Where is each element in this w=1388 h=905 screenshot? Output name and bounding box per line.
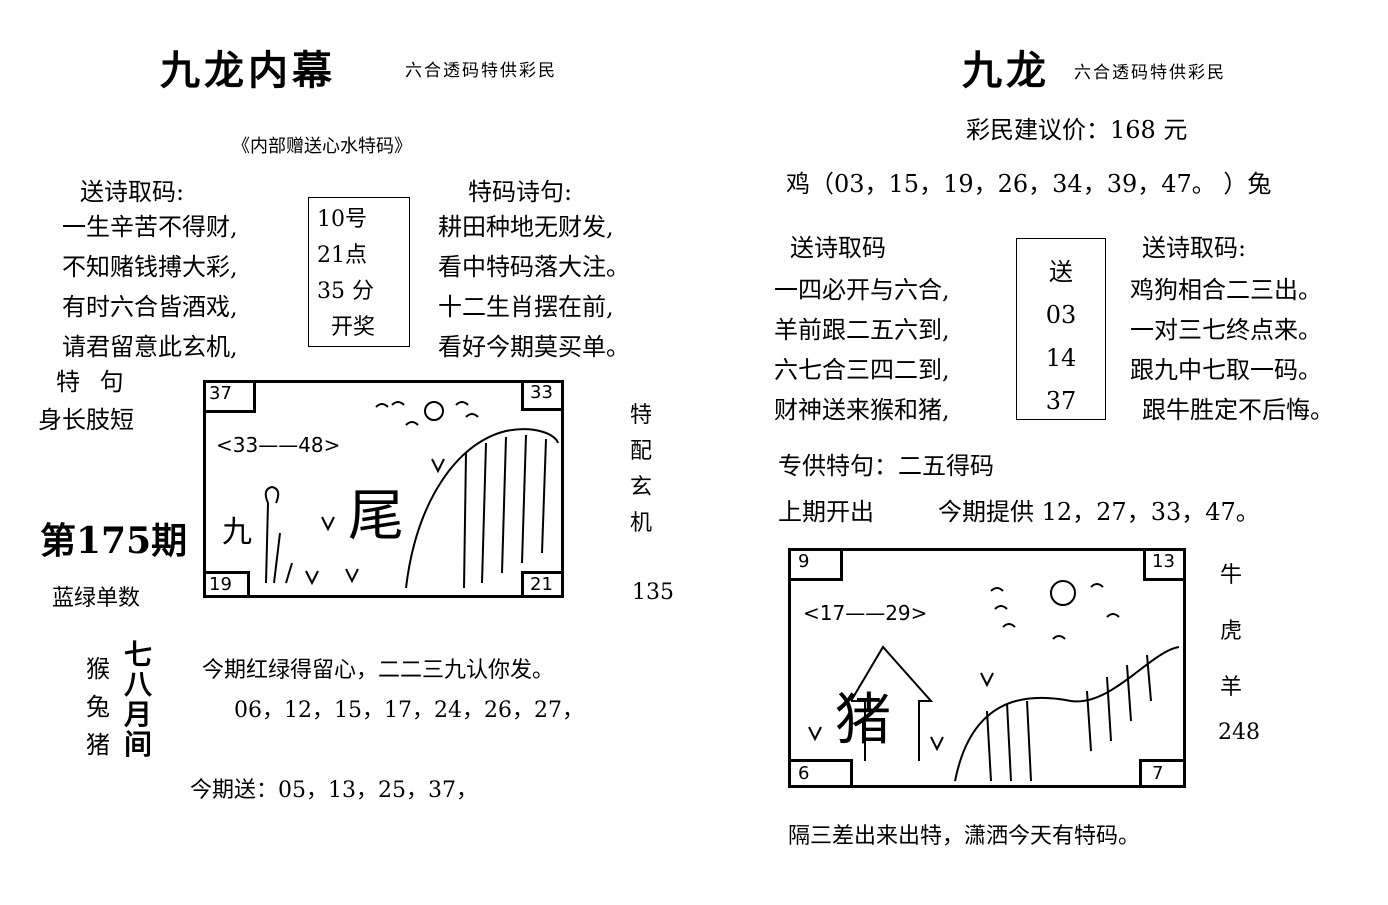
month-vertical: 七 八 月 间 <box>124 640 152 760</box>
poem-line: 十二生肖摆在前, <box>438 293 614 321</box>
issue-number: 第175期 <box>40 520 188 562</box>
draw-minute: 35 分 <box>317 279 374 304</box>
special-label: 特 句 <box>56 368 130 396</box>
side-char: 特 <box>630 403 653 428</box>
corner-bottom-left: 6 <box>788 759 853 788</box>
poem-line: 跟牛胜定不后悔。 <box>1142 396 1334 424</box>
poem-line: 一对三七终点来。 <box>1130 316 1322 344</box>
price: 彩民建议价：168 元 <box>966 116 1188 144</box>
month-char: 八 <box>124 668 153 701</box>
right-title: 九龙 <box>962 47 1050 94</box>
special-phrase: 身长肢短 <box>38 406 134 434</box>
sketch-char-a: 猪 <box>835 688 891 753</box>
sketch-char-b: 尾 <box>348 484 404 549</box>
side-char: 羊 <box>1220 675 1243 700</box>
right-poem-left-lines: 一四必开与六合, 羊前跟二五六到, 六七合三四二到, 财神送来猴和猪, <box>774 270 950 430</box>
sketch-drawing <box>264 401 559 589</box>
zodiac-list: 猴 兔 猪 <box>86 650 110 764</box>
side-char: 玄 <box>630 475 653 500</box>
zodiac-item: 猪 <box>86 731 110 759</box>
sketch-char-a: 九 <box>222 515 252 550</box>
poem-line: 一四必开与六合, <box>774 276 950 304</box>
side-char: 虎 <box>1220 619 1243 644</box>
box-item: 送 <box>1049 258 1073 286</box>
right-subtitle: 六合透码特供彩民 <box>1074 63 1226 83</box>
right-side-label: 牛 虎 羊 <box>1220 548 1242 716</box>
side-char: 机 <box>630 511 653 536</box>
poem-left-lines: 一生辛苦不得财, 不知赌钱搏大彩, 有时六合皆酒戏, 请君留意此玄机, <box>62 207 238 367</box>
zodiac-item: 兔 <box>86 693 110 721</box>
draw-date: 10号 <box>317 207 367 232</box>
draw-label: 开奖 <box>331 315 376 340</box>
box-item: 03 <box>1045 301 1077 329</box>
poem-left-header: 送诗取码: <box>80 178 185 206</box>
corner-bottom-right: 7 <box>1139 759 1186 788</box>
left-sketch: 37 33 19 21 <33——48> 九 尾 <box>203 380 564 598</box>
poem-line: 有时六合皆酒戏, <box>62 293 238 321</box>
zodiac-item: 猴 <box>86 655 110 683</box>
left-side-number: 135 <box>632 580 674 605</box>
poem-right-lines: 耕田种地无财发, 看中特码落大注。 十二生肖摆在前, 看好今期莫买单。 <box>438 207 630 367</box>
poem-line: 鸡狗相合二三出。 <box>1130 276 1322 304</box>
poem-line: 跟九中七取一码。 <box>1130 356 1322 384</box>
special-phrase: 专供特句：二五得码 <box>778 452 994 480</box>
poem-line: 看中特码落大注。 <box>438 253 630 281</box>
poem-line: 不知赌钱搏大彩, <box>62 253 238 281</box>
right-poem-right-lines: 鸡狗相合二三出。 一对三七终点来。 跟九中七取一码。 跟牛胜定不后悔。 <box>1130 270 1334 430</box>
sketch-drawing <box>808 580 1180 782</box>
sketch-range: <17——29> <box>803 601 928 625</box>
left-line1: 今期红绿得留心，二二三九认你发。 <box>202 658 555 683</box>
corner-bottom-right: 21 <box>521 571 564 598</box>
sketch-range: <33——48> <box>216 433 341 457</box>
color-hint: 蓝绿单数 <box>52 586 141 611</box>
this-period: 今期提供 12，27，33，47。 <box>938 498 1260 526</box>
poem-line: 六七合三四二到, <box>774 356 950 384</box>
numbers-line: 鸡（03，15，19，26，34，39，47。 ）兔 <box>786 170 1272 198</box>
right-side-number: 248 <box>1218 720 1260 745</box>
box-item: 14 <box>1045 344 1077 372</box>
left-side-label: 特 配 玄 机 <box>630 398 652 542</box>
side-char: 牛 <box>1220 563 1243 588</box>
left-subtitle: 六合透码特供彩民 <box>405 61 557 81</box>
corner-top-left: 9 <box>788 548 843 581</box>
draw-info-box: 10号 21点 35 分 开奖 <box>308 197 410 347</box>
right-poem-right-header: 送诗取码: <box>1142 234 1247 262</box>
last-period: 上期开出 <box>778 498 874 526</box>
right-footer: 隔三差出来出特，潇洒今天有特码。 <box>788 824 1141 849</box>
month-char: 七 <box>124 638 153 671</box>
corner-top-right: 13 <box>1143 548 1186 581</box>
right-number-box: 送 03 14 37 <box>1016 238 1106 420</box>
side-char: 配 <box>630 439 653 464</box>
poem-right-header: 特码诗句: <box>468 178 573 206</box>
box-item: 37 <box>1045 387 1077 415</box>
poem-line: 看好今期莫买单。 <box>438 333 630 361</box>
poem-line: 请君留意此玄机, <box>62 333 238 361</box>
right-poem-left-header: 送诗取码 <box>790 234 886 262</box>
corner-top-right: 33 <box>521 380 564 411</box>
internal-note: 《内部赠送心水特码》 <box>232 136 412 157</box>
left-title: 九龙内幕 <box>160 47 336 94</box>
draw-hour: 21点 <box>317 243 367 268</box>
poem-line: 财神送来猴和猪, <box>774 396 950 424</box>
left-line2: 06，12，15，17，24，26，27， <box>234 698 584 723</box>
poem-line: 一生辛苦不得财, <box>62 213 238 241</box>
poem-line: 耕田种地无财发, <box>438 213 614 241</box>
poem-line: 羊前跟二五六到, <box>774 316 950 344</box>
corner-bottom-left: 19 <box>203 571 250 598</box>
month-char: 月 <box>124 698 153 731</box>
left-line3: 今期送：05，13，25，37， <box>190 778 478 803</box>
corner-top-left: 37 <box>203 380 256 413</box>
month-char: 间 <box>124 728 153 761</box>
right-sketch: 9 13 6 7 <17——29> 猪 <box>788 548 1186 788</box>
